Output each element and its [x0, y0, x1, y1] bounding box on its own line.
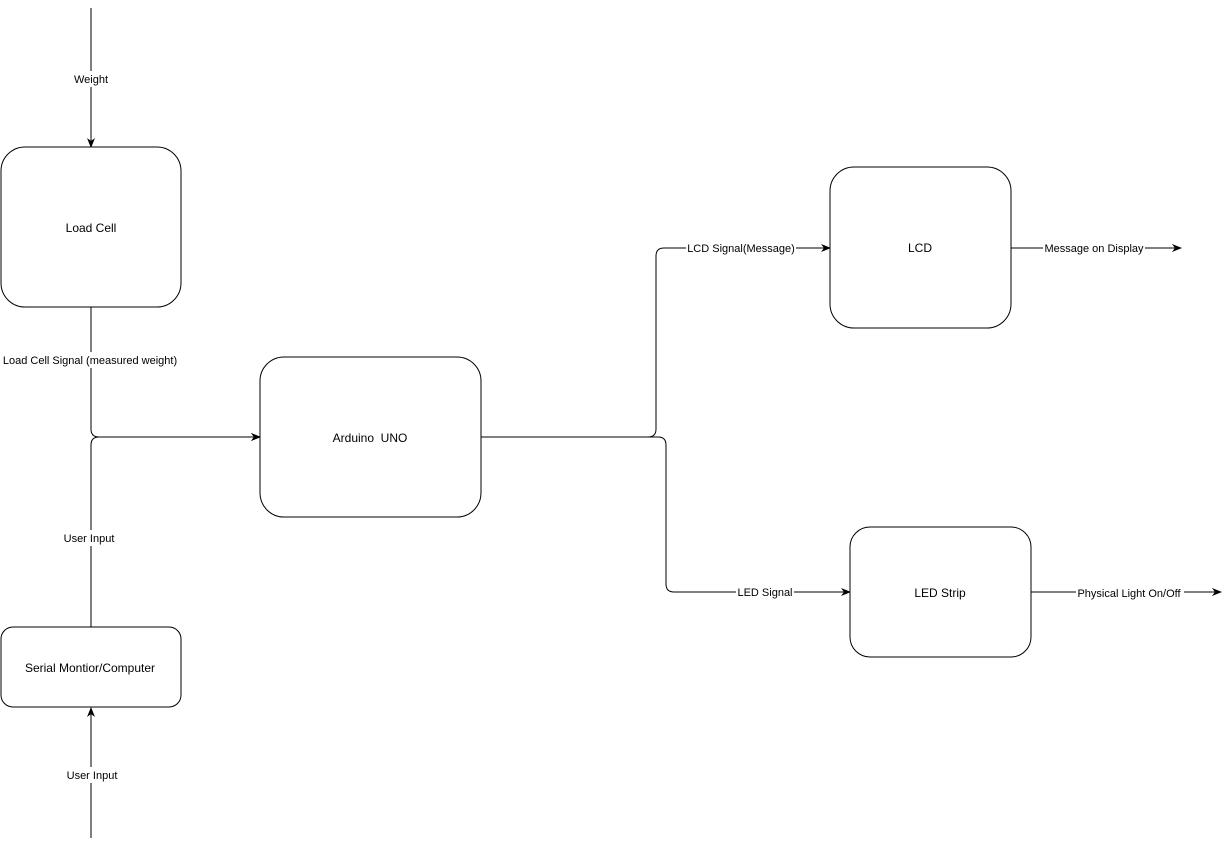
lcd-label: LCD	[908, 241, 932, 255]
lcd-signal-label: LCD Signal(Message)	[687, 243, 795, 255]
user-input-up-label-group: User Input	[60, 530, 120, 546]
led-signal-label: LED Signal	[737, 587, 792, 599]
load-cell-signal-label: Load Cell Signal (measured weight)	[3, 355, 177, 367]
arduino-to-led-arrow	[481, 436, 851, 596]
serial-monitor-label: Serial Montior/Computer	[25, 661, 155, 675]
message-output-label: Message on Display	[1044, 243, 1144, 255]
user-input-in-label: User Input	[67, 770, 118, 782]
load-cell-to-arduino-arrow	[90, 307, 261, 441]
weight-edge-label: Weight	[74, 74, 108, 86]
led-strip-label: LED Strip	[914, 586, 966, 600]
user-input-up-label: User Input	[64, 533, 115, 545]
load-cell-signal-label-group: Load Cell Signal (measured weight)	[2, 352, 180, 368]
light-output-label: Physical Light On/Off	[1077, 588, 1181, 600]
serial-monitor-node: Serial Montior/Computer	[0, 626, 182, 708]
led-signal-label-group: LED Signal	[736, 584, 794, 600]
load-cell-label: Load Cell	[66, 221, 117, 235]
load-cell-node: Load Cell	[0, 146, 182, 308]
arduino-to-lcd-arrow	[481, 244, 831, 438]
arduino-label: Arduino UNO	[333, 431, 408, 445]
user-input-in-label-group: User Input	[63, 767, 123, 783]
arduino-node: Arduino UNO	[259, 356, 482, 518]
led-strip-node: LED Strip	[849, 526, 1032, 658]
message-output-label-group: Message on Display	[1043, 240, 1145, 256]
lcd-signal-label-group: LCD Signal(Message)	[686, 240, 796, 256]
serial-to-arduino-arrow	[90, 433, 261, 627]
light-output-label-group: Physical Light On/Off	[1076, 584, 1184, 600]
lcd-node: LCD	[829, 166, 1012, 329]
weight-edge-label-group: Weight	[70, 71, 112, 87]
